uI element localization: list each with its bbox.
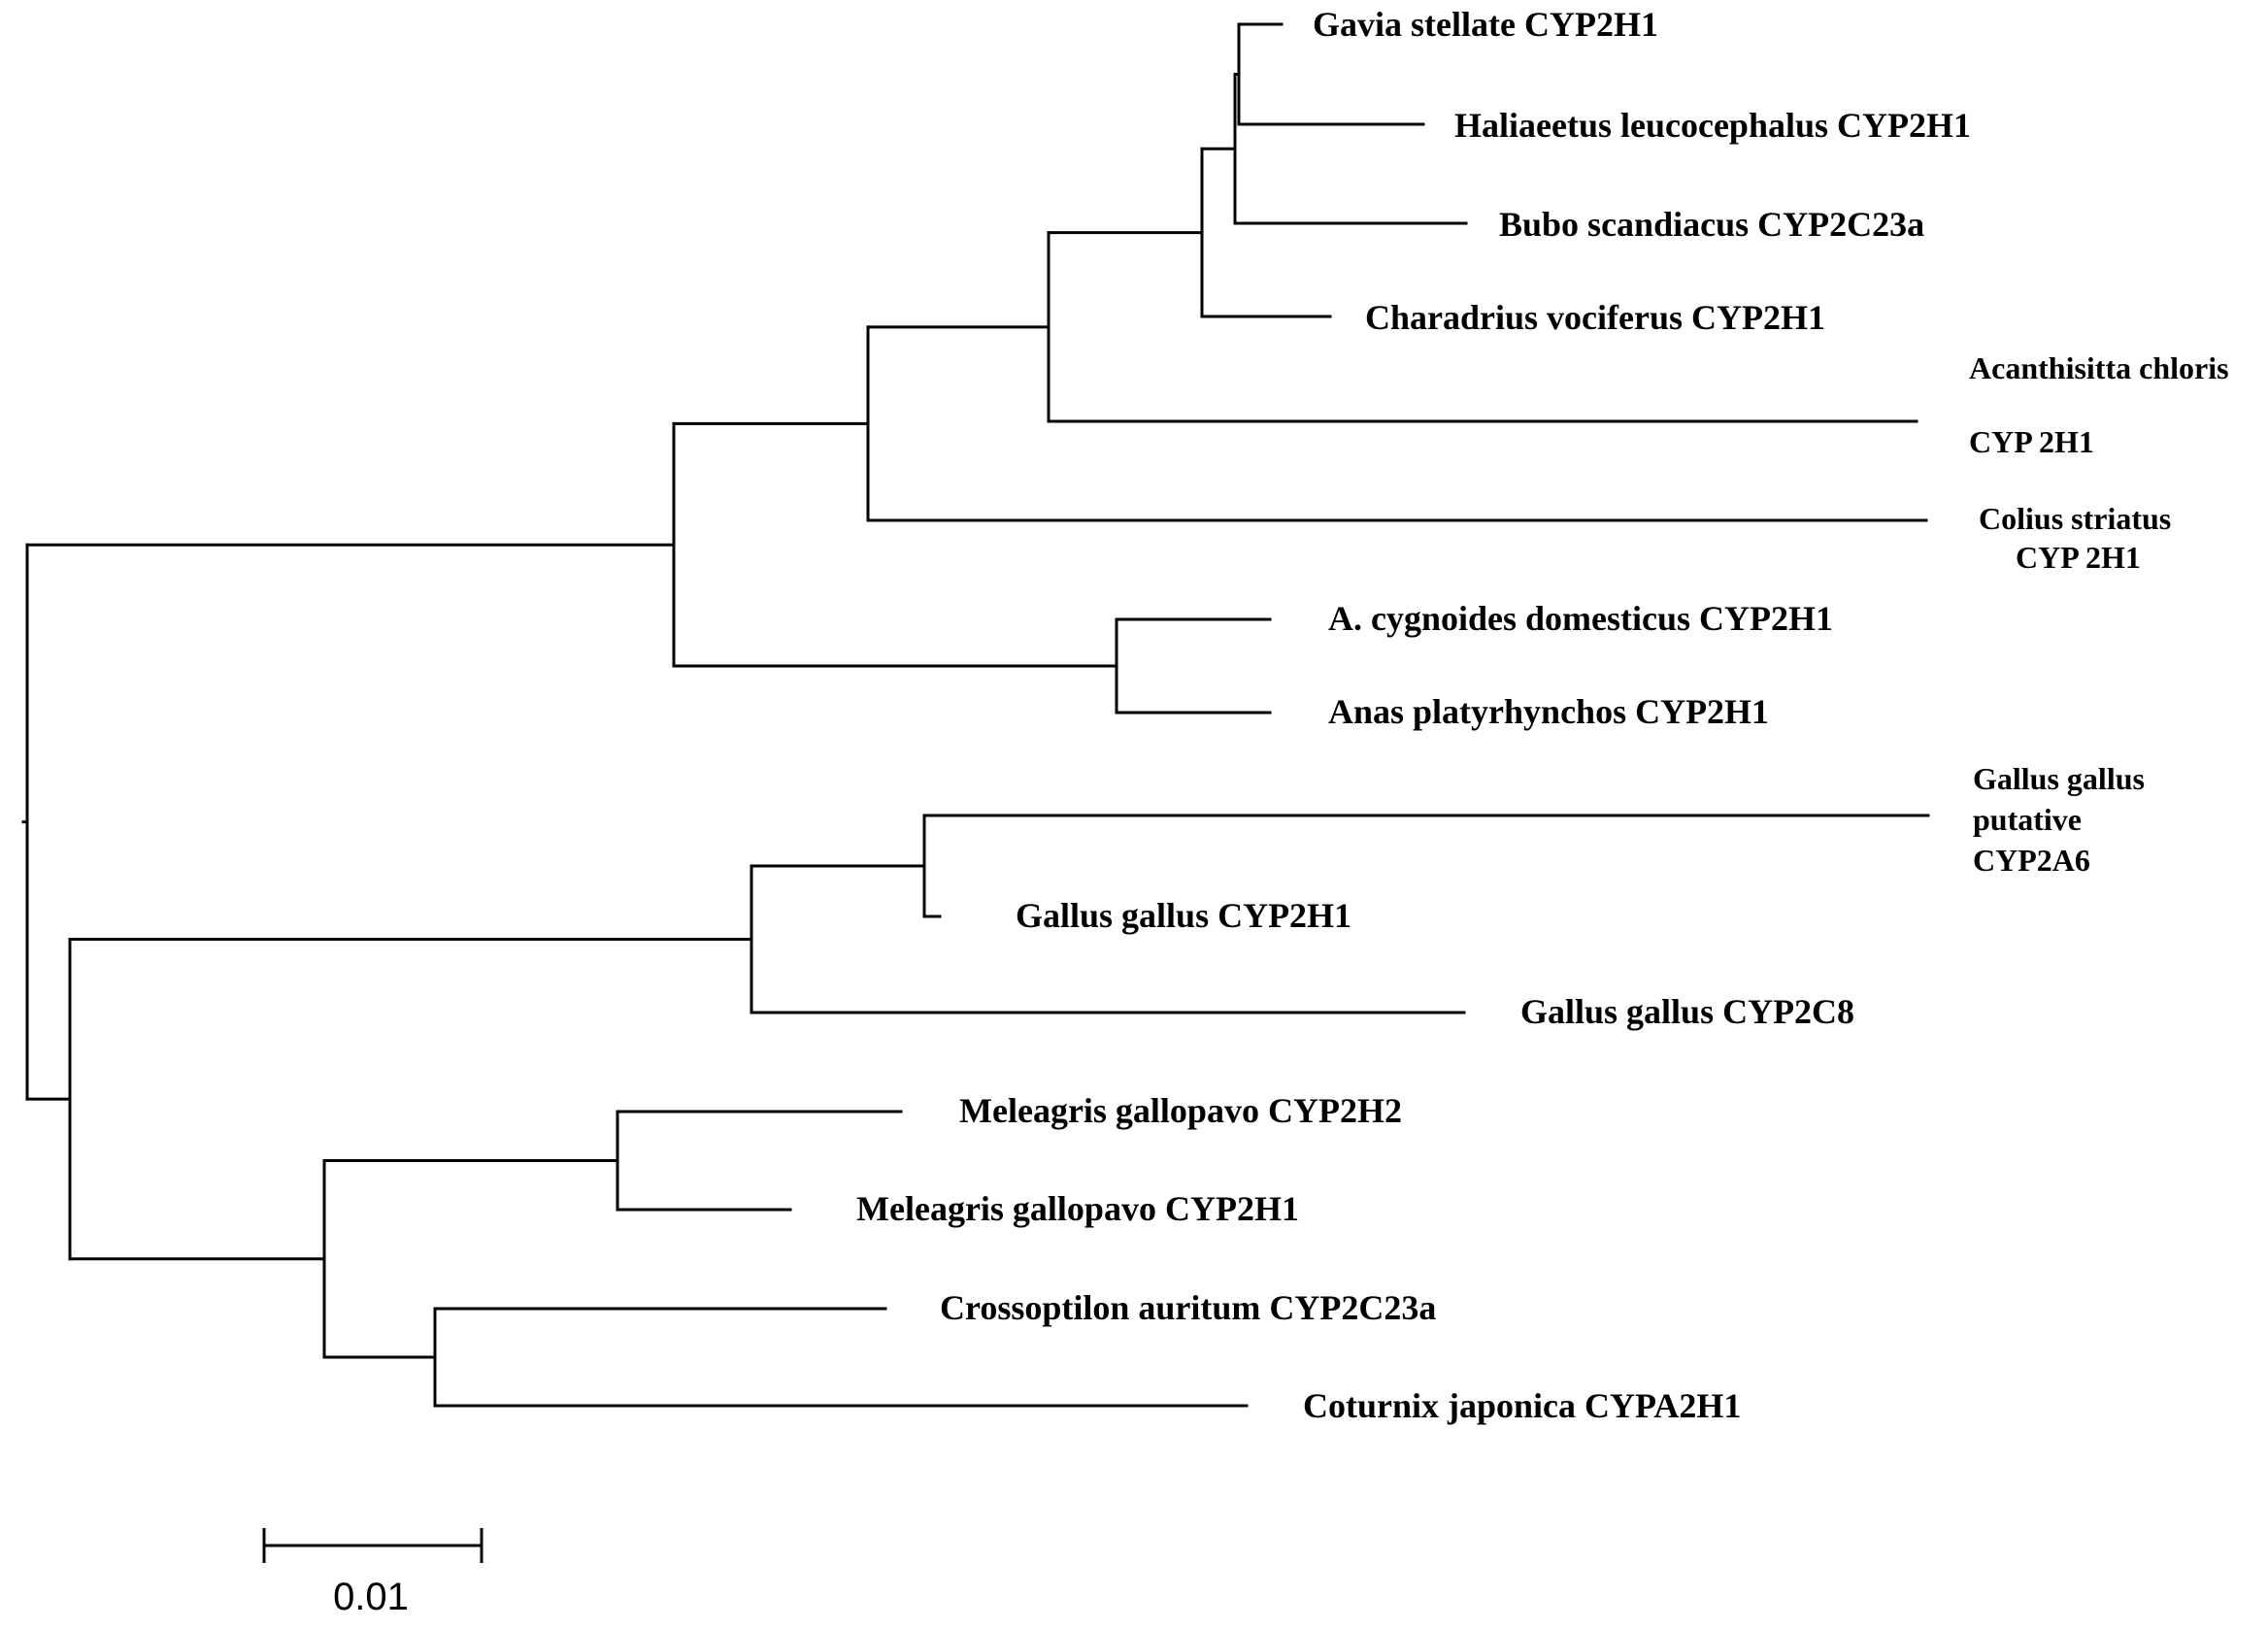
taxon-label-meleagris-h1: Meleagris gallopavo CYP2H1 xyxy=(856,1189,1299,1228)
taxon-label-anser: A. cygnoides domesticus CYP2H1 xyxy=(1328,599,1833,638)
taxon-label-anas: Anas platyrhynchos CYP2H1 xyxy=(1328,692,1769,731)
taxon-label-gallus-c8: Gallus gallus CYP2C8 xyxy=(1520,992,1854,1031)
taxon-label-colius-line-2: CYP 2H1 xyxy=(2016,540,2141,575)
taxon-label-gallus-a6-line-3: CYP2A6 xyxy=(1973,843,2090,878)
taxon-label-haliaeetus: Haliaeetus leucocephalus CYP2H1 xyxy=(1454,106,1971,145)
taxon-label-gavia: Gavia stellate CYP2H1 xyxy=(1313,5,1658,44)
taxon-label-gallus-h1: Gallus gallus CYP2H1 xyxy=(1016,896,1351,935)
scale-bar: 0.01 xyxy=(262,1528,484,1618)
taxon-label-colius-line-1: Colius striatus xyxy=(1979,501,2171,536)
tree-branches xyxy=(21,22,1930,1408)
taxon-label-acanthisitta-line-2: CYP 2H1 xyxy=(1969,424,2094,459)
taxon-label-gallus-a6-line-1: Gallus gallus xyxy=(1973,761,2145,796)
taxon-label-meleagris-h2: Meleagris gallopavo CYP2H2 xyxy=(959,1091,1402,1130)
taxon-label-gallus-a6-line-2: putative xyxy=(1973,802,2082,837)
taxon-label-bubo: Bubo scandiacus CYP2C23a xyxy=(1499,205,1924,244)
scale-bar-label: 0.01 xyxy=(333,1576,409,1618)
taxon-label-acanthisitta-line-1: Acanthisitta chloris xyxy=(1969,350,2229,385)
taxon-label-coturnix: Coturnix japonica CYPA2H1 xyxy=(1303,1386,1741,1425)
taxon-label-crossoptilon: Crossoptilon auritum CYP2C23a xyxy=(940,1288,1436,1327)
taxon-label-charadrius: Charadrius vociferus CYP2H1 xyxy=(1365,298,1825,337)
